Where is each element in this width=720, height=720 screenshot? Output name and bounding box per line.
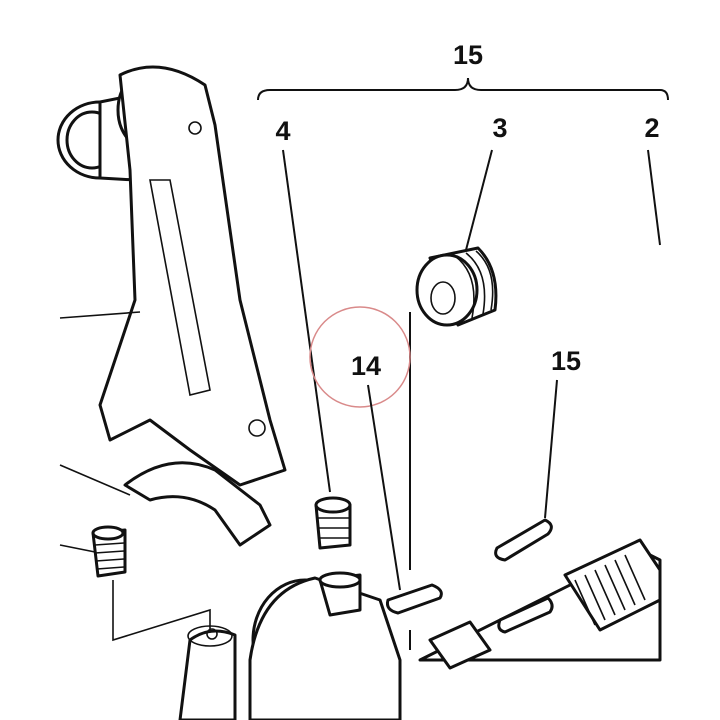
callout-14: 14 xyxy=(351,351,381,381)
callout-3: 3 xyxy=(492,113,507,143)
key-14 xyxy=(386,583,443,615)
bracket-label-partial: 15 xyxy=(453,40,483,70)
threaded-plug-3 xyxy=(415,246,498,327)
callout-15: 15 xyxy=(551,346,581,376)
grub-screw-4 xyxy=(314,496,352,550)
key-15 xyxy=(494,518,553,562)
leader-14 xyxy=(367,384,401,591)
crankshaft xyxy=(178,538,662,720)
leader-bolt-base xyxy=(112,580,211,642)
leader-3 xyxy=(465,149,493,251)
leader-bolt-left xyxy=(59,544,96,553)
connecting-rod xyxy=(56,65,287,547)
highlight-circle xyxy=(309,306,411,408)
leader-4 xyxy=(282,149,331,493)
leader-2 xyxy=(647,149,661,246)
group-bracket xyxy=(257,77,669,101)
leader-cap xyxy=(59,464,131,496)
leader-15 xyxy=(544,379,558,519)
callout-2: 2 xyxy=(644,113,659,143)
callout-4: 4 xyxy=(275,116,290,146)
bolt-left xyxy=(91,525,127,578)
leader-rod xyxy=(59,311,141,319)
